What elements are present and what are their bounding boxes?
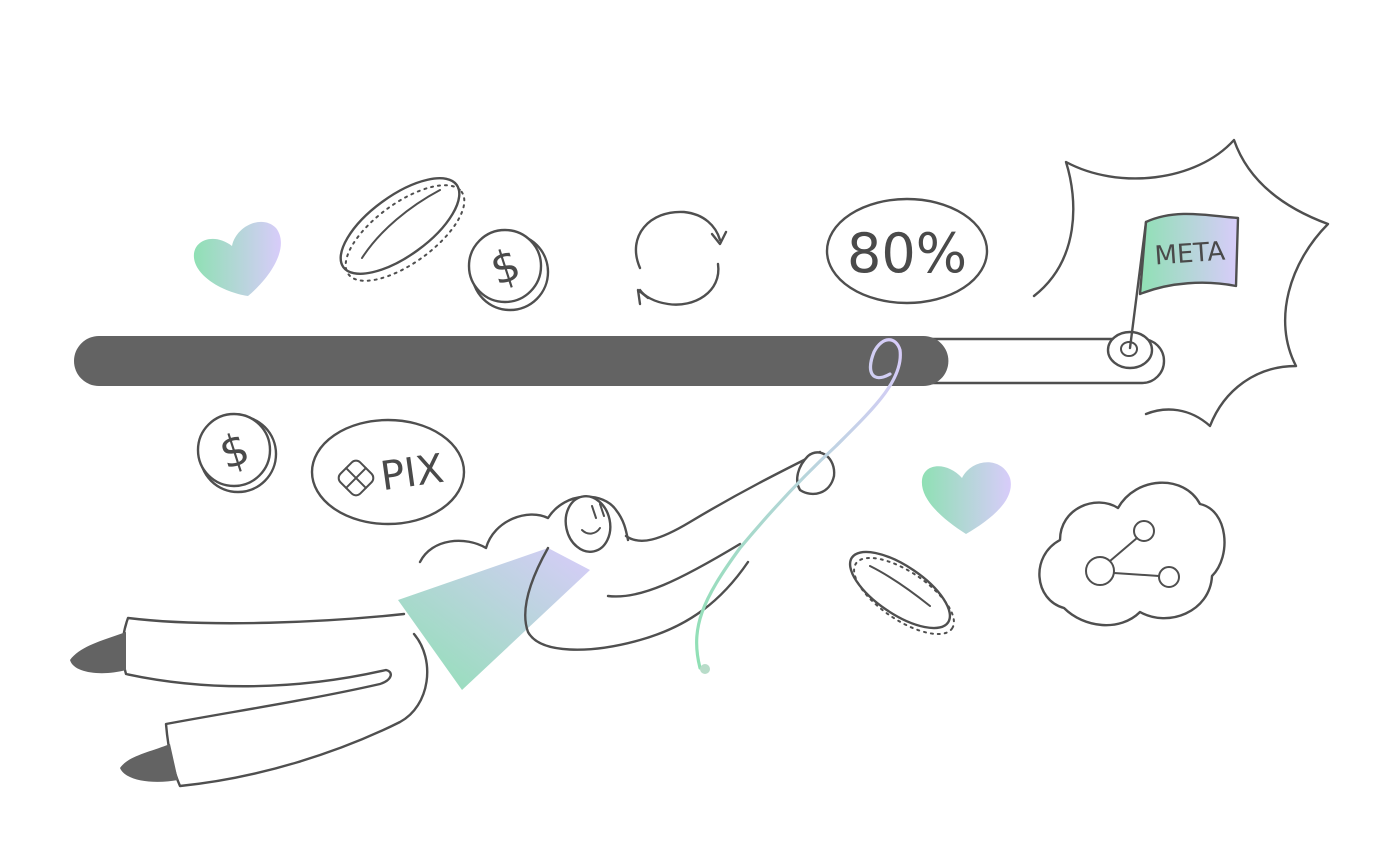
person-figure (70, 450, 836, 788)
dollar-coin-icon: $ (467, 228, 550, 312)
percent-badge-icon: 80% (825, 197, 989, 305)
refresh-cycle-icon (634, 210, 728, 306)
goal-flag-text: META (1154, 237, 1227, 272)
heart-icon (193, 221, 281, 296)
goal-burst (1032, 138, 1330, 428)
heart-icon (921, 462, 1011, 534)
pix-badge-text: PIX (378, 446, 447, 500)
share-cloud-icon (1038, 481, 1226, 627)
percent-badge-text: 80% (847, 222, 967, 285)
pix-badge-icon: PIX (310, 418, 466, 526)
rope (695, 338, 902, 674)
coin-icon (339, 177, 466, 282)
pix-logo-icon (337, 459, 375, 497)
coin-icon (848, 550, 955, 636)
goal-flag-icon: META (1106, 212, 1240, 370)
progress-fill (74, 336, 949, 386)
dollar-coin-small-icon: $ (196, 412, 278, 494)
